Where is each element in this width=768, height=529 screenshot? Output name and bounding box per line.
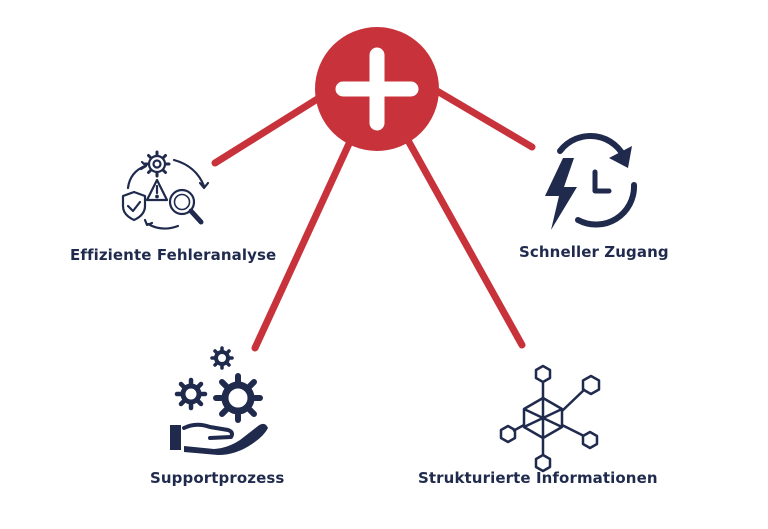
connector-struktur <box>401 131 526 349</box>
label-effiziente-fehleranalyse: Effiziente Fehleranalyse <box>70 246 277 264</box>
label-schneller-zugang: Schneller Zugang <box>519 243 669 261</box>
structured-network-icon <box>499 364 601 473</box>
support-process-gears-icon <box>170 346 268 455</box>
fast-access-clock-icon <box>545 132 638 230</box>
label-supportprozess: Supportprozess <box>150 469 285 487</box>
connector-schneller <box>428 84 536 151</box>
center-node <box>315 27 439 151</box>
connector-support <box>251 131 357 352</box>
connector-effiziente <box>211 84 339 167</box>
connectors <box>211 84 536 352</box>
plus-icon <box>335 47 419 131</box>
error-analysis-icon <box>121 150 210 230</box>
label-strukturierte-informationen: Strukturierte Informationen <box>418 469 658 487</box>
